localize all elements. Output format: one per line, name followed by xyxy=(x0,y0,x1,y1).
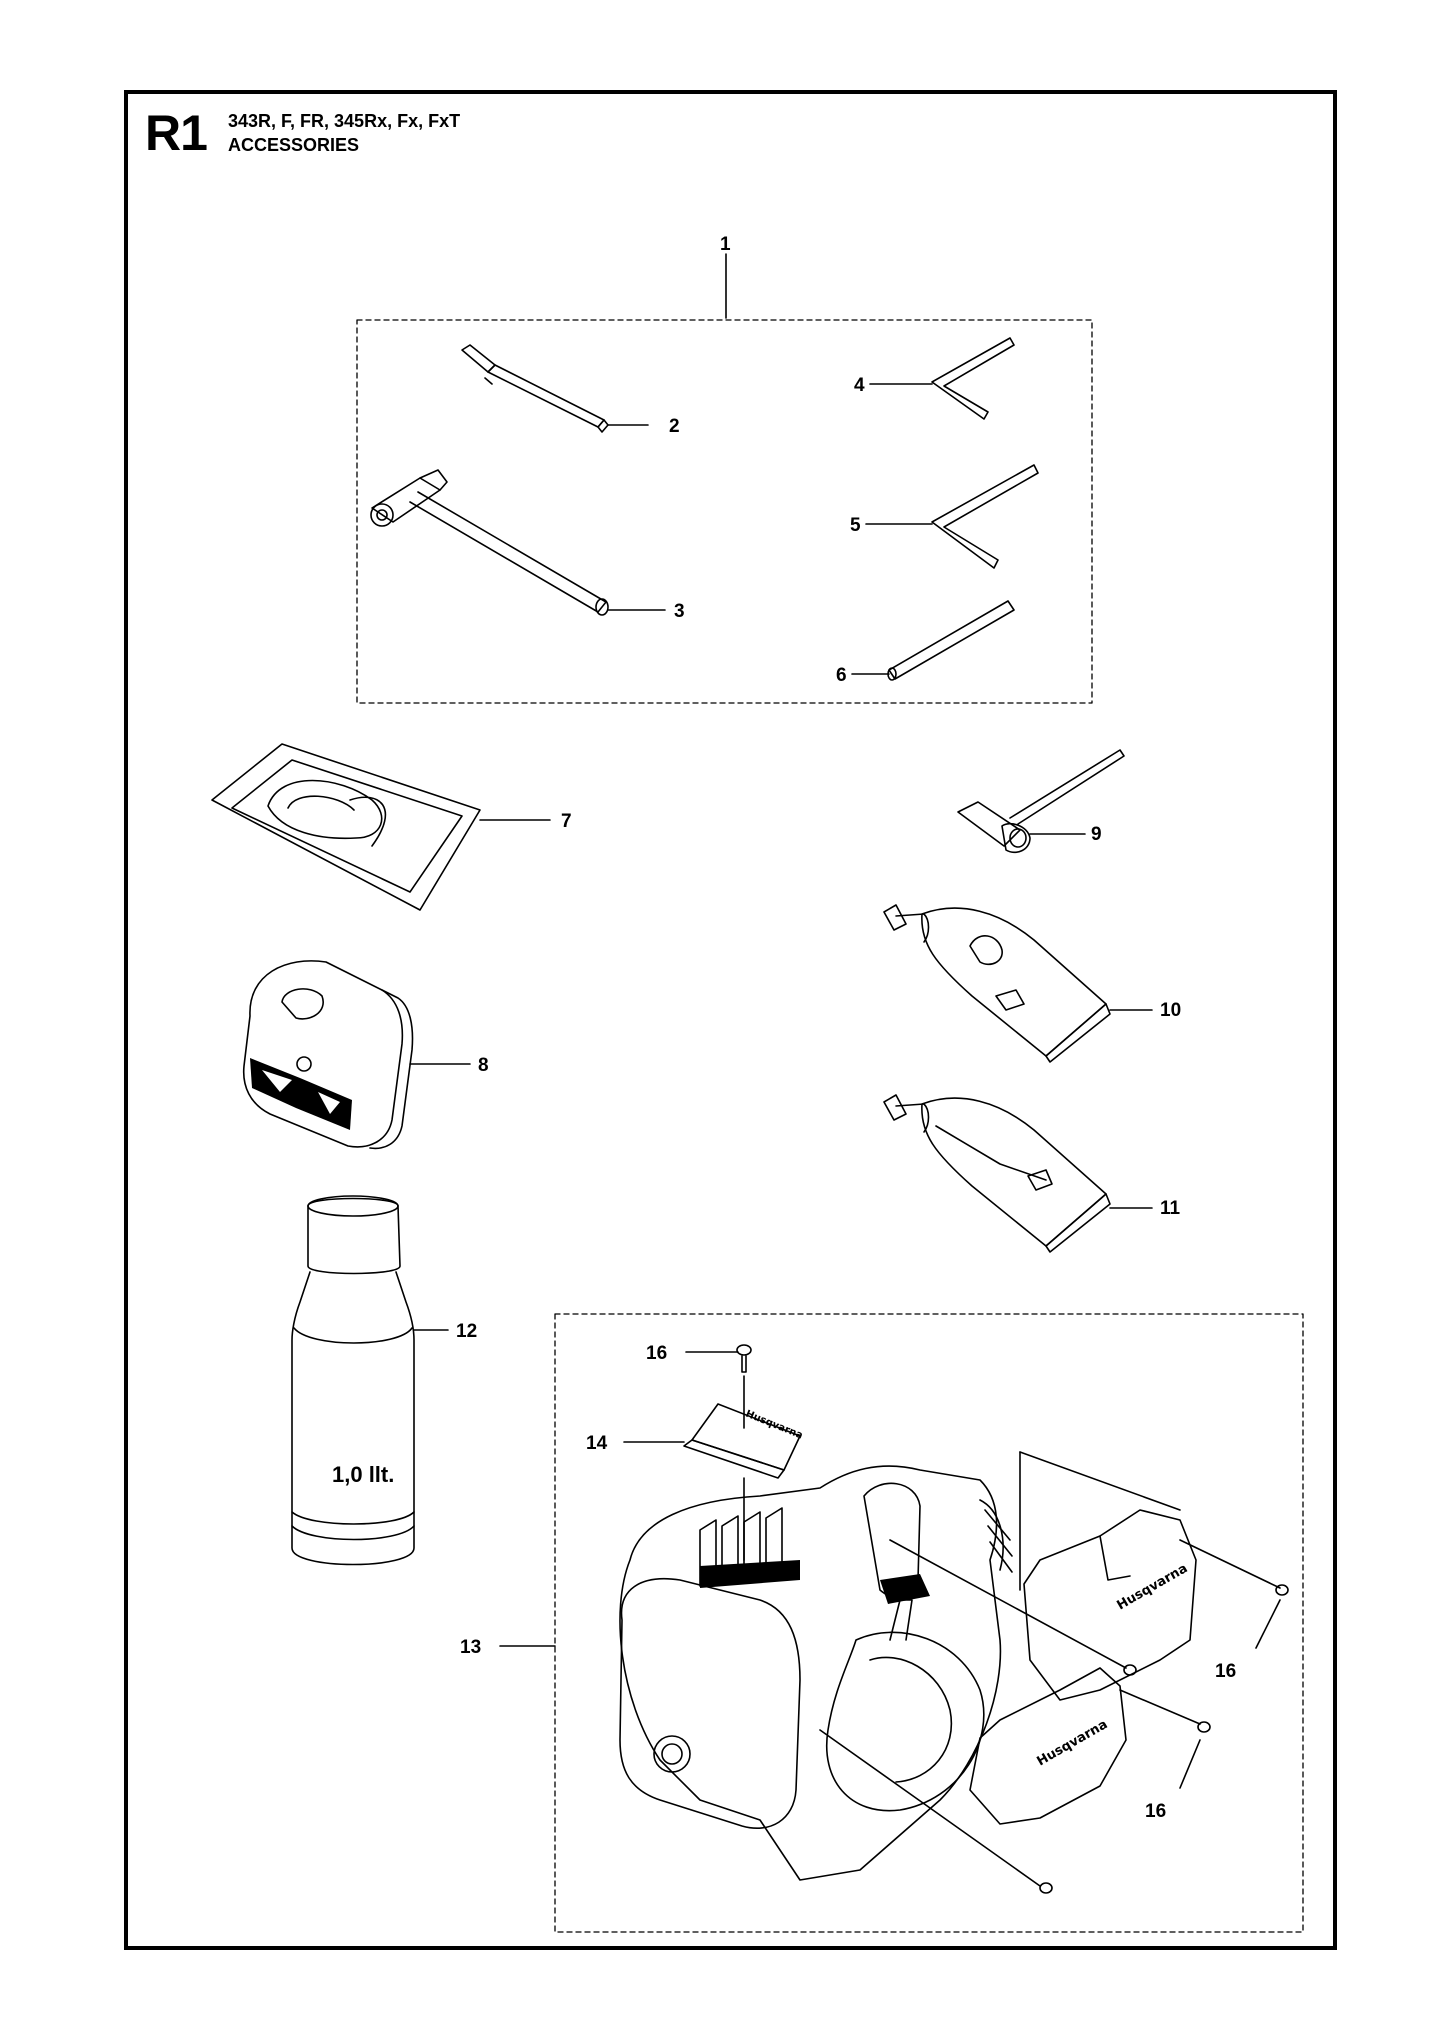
tool-3-t-wrench xyxy=(370,469,666,616)
callout-8: 8 xyxy=(478,1055,489,1076)
tool-5-hex-key xyxy=(865,464,1039,569)
item-11-grease-tube xyxy=(883,1094,1153,1253)
tool-6-pin xyxy=(851,600,1015,681)
screw-right xyxy=(1179,1539,1289,1649)
engine-cover-group xyxy=(499,1313,1304,1933)
callout-5: 5 xyxy=(850,515,861,536)
callout-16-right: 16 xyxy=(1215,1661,1236,1682)
tool-kit-group xyxy=(356,253,1093,704)
item-7-harness xyxy=(211,743,551,911)
brand-mark-right: Husqvarna xyxy=(1115,1561,1191,1613)
item-8-cover xyxy=(242,960,471,1150)
callout-7: 7 xyxy=(561,811,572,832)
tool-4-hex-key xyxy=(869,337,1015,420)
callout-12: 12 xyxy=(456,1321,477,1342)
section-title: ACCESSORIES xyxy=(228,135,360,155)
callout-16-bottom: 16 xyxy=(1145,1801,1166,1822)
callout-11: 11 xyxy=(1160,1198,1181,1219)
callout-14: 14 xyxy=(586,1433,608,1454)
brand-mark-top: Husqvarna xyxy=(744,1409,804,1442)
item-10-grease-tube xyxy=(883,904,1153,1063)
bottle-volume-label: 1,0 llt. xyxy=(332,1462,394,1487)
callout-3: 3 xyxy=(674,601,685,622)
brand-mark-lower: Husqvarna xyxy=(1035,1717,1111,1769)
callout-6: 6 xyxy=(836,665,847,686)
screw-middle xyxy=(1119,1689,1211,1789)
page-frame xyxy=(124,90,1337,1950)
tool-9-plug-wrench xyxy=(957,749,1125,854)
callout-13: 13 xyxy=(460,1637,481,1658)
callout-1: 1 xyxy=(720,234,731,255)
callout-4: 4 xyxy=(854,375,865,396)
page-code: R1 xyxy=(145,105,208,161)
callout-10: 10 xyxy=(1160,1000,1181,1021)
tool-2-drift xyxy=(461,344,649,433)
callout-9: 9 xyxy=(1091,824,1102,845)
model-list: 343R, F, FR, 345Rx, Fx, FxT xyxy=(228,111,461,131)
item-12-oil-bottle xyxy=(291,1195,449,1566)
callout-16-top: 16 xyxy=(646,1343,667,1364)
callout-2: 2 xyxy=(669,416,680,437)
